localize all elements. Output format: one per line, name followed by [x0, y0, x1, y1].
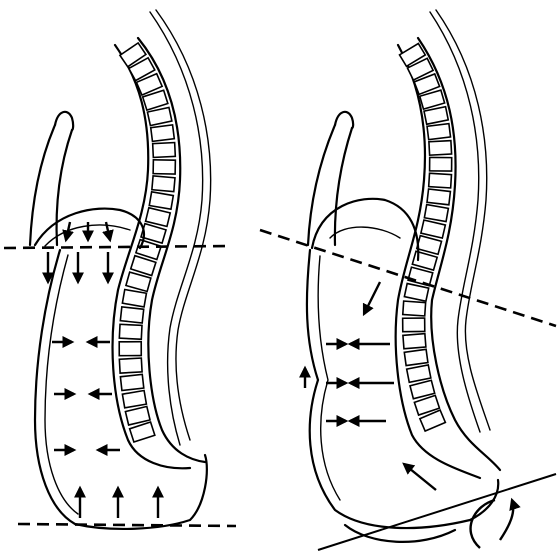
vertebra [404, 283, 428, 301]
right-curved-arrows [471, 500, 514, 548]
vertebra [147, 107, 171, 125]
right-diaphragm-inner [330, 227, 400, 238]
vertebra [119, 324, 142, 339]
vertebra [152, 176, 175, 192]
vertebra [424, 205, 448, 222]
left-up-arrows [80, 488, 158, 518]
vertebra [149, 192, 173, 209]
left-top-dashed-line [4, 246, 230, 248]
right-abdomen-front-wall [307, 250, 498, 528]
left-bottom-dashed-line [18, 524, 236, 526]
left-panel [4, 10, 236, 529]
vertebra [403, 318, 425, 332]
right-top-bulb [335, 112, 353, 128]
right-chest-wall-outer [308, 125, 335, 245]
left-top-bulb [55, 112, 73, 130]
vertebra [153, 160, 175, 174]
vertebra [119, 358, 142, 373]
vertebra [403, 334, 426, 349]
vertebra [429, 141, 452, 156]
vertebra [412, 251, 437, 270]
vertebra [151, 125, 175, 141]
left-diaphragm [35, 209, 144, 248]
vertebra [146, 208, 171, 227]
left-vertebral-column [119, 43, 175, 442]
vertebra [407, 365, 431, 382]
vertebra [120, 374, 143, 390]
vertebra [417, 236, 442, 255]
left-inward-arrows [52, 342, 120, 450]
vertebra [119, 342, 141, 356]
left-abdomen-front-wall [35, 250, 207, 529]
vertebra [424, 107, 448, 125]
vertebra [430, 157, 452, 171]
vertebra [429, 173, 452, 188]
vertebra [126, 272, 151, 291]
left-abdomen-inner-wall [45, 255, 78, 514]
vertebra [122, 289, 146, 306]
vertebra [403, 301, 426, 316]
vertebra [122, 390, 146, 407]
vertebra [421, 220, 445, 238]
vertebra [427, 124, 450, 140]
vertebra [427, 189, 450, 205]
right-diaphragm [312, 199, 418, 260]
right-panel [260, 10, 556, 550]
right-abdomen-inner-wall [318, 256, 340, 500]
vertebra [130, 422, 155, 442]
vertebra [408, 267, 433, 286]
vertebra [153, 143, 176, 158]
right-solid-line [318, 474, 556, 550]
vertebra [125, 406, 150, 425]
right-vertebral-column [400, 43, 452, 431]
vertebra [120, 307, 143, 323]
vertebra [404, 349, 428, 365]
right-inward-arrows [326, 344, 394, 421]
